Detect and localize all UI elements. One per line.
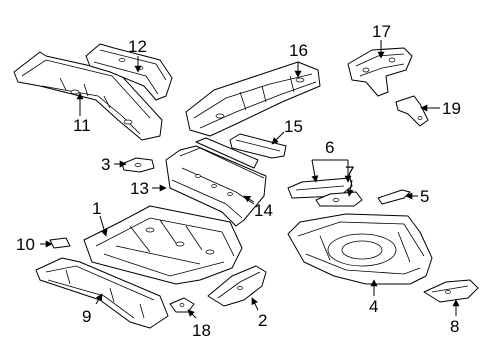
label-14: 14 xyxy=(254,201,273,220)
label-3: 3 xyxy=(101,155,110,174)
label-1: 1 xyxy=(92,199,101,218)
part-15-reinforcement xyxy=(229,133,287,159)
part-11-cross-member xyxy=(13,51,163,141)
label-12: 12 xyxy=(128,37,147,56)
part-19-bracket xyxy=(395,95,429,127)
part-18-bracket xyxy=(169,297,195,313)
label-17: 17 xyxy=(372,22,391,41)
leader-15 xyxy=(271,131,285,145)
part-2-reinforcement xyxy=(207,265,267,307)
label-4: 4 xyxy=(369,297,378,316)
part-4-rear-floor xyxy=(287,213,433,285)
leader-1 xyxy=(99,215,108,237)
part-6-panel xyxy=(287,177,353,199)
part-8-panel xyxy=(423,279,479,303)
part-17-bracket xyxy=(347,47,413,97)
leader-6a xyxy=(311,159,319,183)
label-7: 7 xyxy=(345,163,354,182)
label-16: 16 xyxy=(289,41,308,60)
leader-7 xyxy=(346,179,354,197)
label-8: 8 xyxy=(450,317,459,336)
leader-14 xyxy=(243,195,255,203)
part-10-plate xyxy=(49,237,71,249)
label-10: 10 xyxy=(16,235,35,254)
part-12-panel xyxy=(85,43,173,101)
part-3-plate xyxy=(121,157,155,173)
part-1-floor-pan xyxy=(83,205,243,285)
label-19: 19 xyxy=(442,99,461,118)
leader-9 xyxy=(95,293,103,305)
label-13: 13 xyxy=(130,179,149,198)
part-5-strip xyxy=(377,189,411,205)
label-9: 9 xyxy=(82,307,91,326)
label-2: 2 xyxy=(258,311,267,330)
leader-18 xyxy=(187,309,197,319)
part-16-side-member xyxy=(185,61,321,137)
label-5: 5 xyxy=(420,187,429,206)
part-9-cross-member xyxy=(35,257,169,329)
label-15: 15 xyxy=(284,117,303,136)
label-18: 18 xyxy=(192,321,211,340)
leader-2 xyxy=(251,297,259,311)
label-11: 11 xyxy=(73,116,91,135)
label-6: 6 xyxy=(325,138,334,157)
